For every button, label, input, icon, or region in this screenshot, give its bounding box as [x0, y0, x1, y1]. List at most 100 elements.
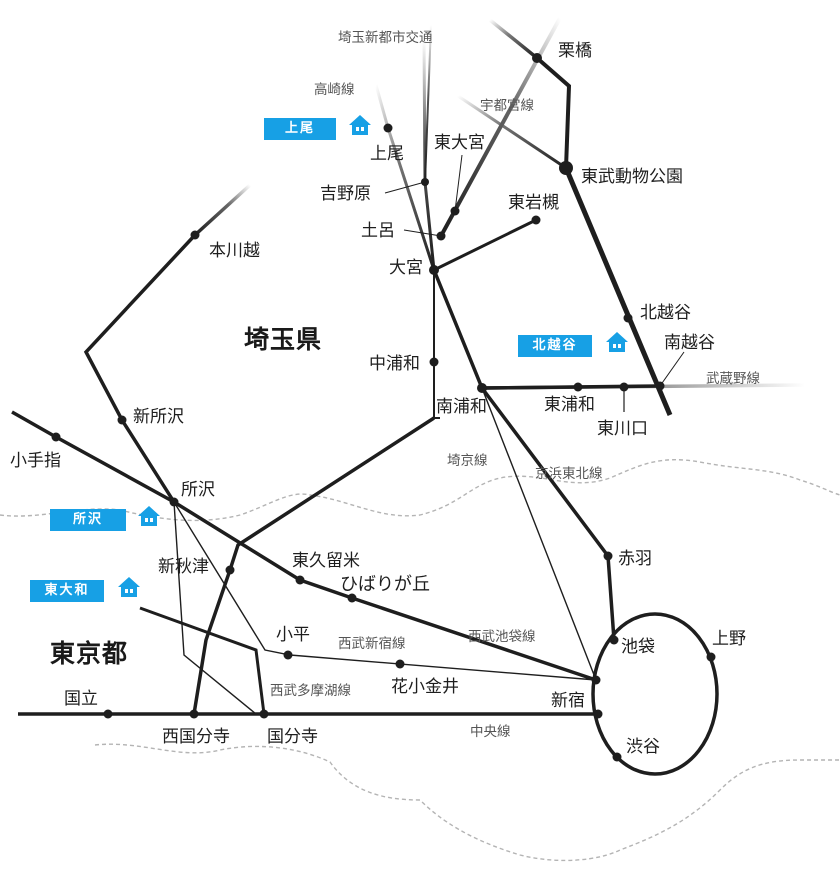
house-icon[interactable]	[136, 503, 162, 529]
station-dot-hana-koganei[interactable]	[395, 659, 405, 669]
station-dots	[51, 53, 716, 762]
station-dot-tobu-dobutsu-koen[interactable]	[559, 161, 573, 175]
yamanote-loop	[591, 612, 719, 776]
line-seibu-tamako: 西武多摩湖線	[270, 682, 351, 699]
station-dot-tokorozawa[interactable]	[169, 497, 179, 507]
station-label-kokubunji[interactable]: 国分寺	[267, 727, 318, 747]
station-dot-omiya[interactable]	[429, 265, 439, 275]
station-label-yoshinohara[interactable]: 吉野原	[320, 184, 371, 204]
seibu-shinjuku-line-north	[83, 233, 197, 503]
station-label-akabane[interactable]: 赤羽	[618, 549, 652, 569]
station-dot-hibarigaoka[interactable]	[347, 593, 357, 603]
musashino-line-solid	[481, 384, 661, 390]
utsunomiya-line-fade	[457, 94, 567, 170]
station-label-ueno[interactable]: 上野	[712, 629, 746, 649]
station-label-ageo[interactable]: 上尾	[370, 144, 404, 164]
station-label-kurihashi[interactable]: 栗橋	[558, 41, 592, 61]
station-dot-shin-tokorozawa[interactable]	[117, 415, 127, 425]
office-badge-kitakoshigaya[interactable]: 北越谷	[518, 335, 592, 357]
higashi-iwatsuki-line	[433, 218, 537, 272]
station-label-hibarigaoka[interactable]: ひばりが丘	[340, 574, 430, 595]
line-seibu-shinjuku: 西武新宿線	[338, 635, 406, 652]
station-dot-akabane[interactable]	[603, 551, 613, 561]
office-badge-ageo[interactable]: 上尾	[264, 118, 336, 140]
prefecture-border	[0, 459, 840, 522]
station-label-higashi-urawa[interactable]: 東浦和	[544, 395, 595, 415]
station-dot-ageo[interactable]	[383, 123, 393, 133]
station-label-shin-akitsu[interactable]: 新秋津	[158, 557, 209, 577]
station-label-ikebukuro[interactable]: 池袋	[621, 637, 655, 657]
prefecture-tokyo: 東京都	[50, 639, 128, 668]
tamako-line	[139, 606, 266, 715]
line-chuo: 中央線	[470, 724, 511, 740]
line-musashino: 武蔵野線	[706, 371, 760, 387]
office-badge-tokorozawa[interactable]: 所沢	[50, 509, 126, 531]
station-dot-higashi-kurume[interactable]	[295, 575, 305, 585]
station-dot-nishi-kokubunji[interactable]	[189, 709, 199, 719]
line-seibu-ikebukuro: 西武池袋線	[468, 629, 536, 645]
station-dot-kita-koshigaya[interactable]	[623, 313, 633, 323]
station-label-tokorozawa[interactable]: 所沢	[181, 480, 215, 500]
station-dot-naka-urawa[interactable]	[429, 357, 439, 367]
station-label-minami-koshigaya[interactable]: 南越谷	[664, 333, 715, 353]
station-label-kunitachi[interactable]: 国立	[64, 689, 98, 709]
station-label-higashi-kawaguchi[interactable]: 東川口	[597, 419, 648, 439]
tobu-north-line	[535, 56, 572, 169]
station-dot-hon-kawagoe[interactable]	[190, 230, 200, 240]
shintoshi-line-b	[424, 24, 432, 183]
line-saikyo: 埼京線	[447, 453, 488, 469]
seibu-ikebukuro-line	[11, 410, 597, 682]
station-dot-kokubunji[interactable]	[259, 709, 269, 719]
tobu-main-line	[563, 167, 673, 416]
station-label-shinjuku[interactable]: 新宿	[551, 691, 585, 711]
prefecture-saitama: 埼玉県	[244, 325, 322, 354]
station-label-tobu-dobutsu-koen[interactable]: 東武動物公園	[581, 167, 683, 187]
keihin-tohoku-line	[432, 269, 616, 641]
station-label-kodaira[interactable]: 小平	[276, 625, 310, 645]
station-label-shin-tokorozawa[interactable]: 新所沢	[133, 407, 184, 427]
station-label-higashi-kurume[interactable]: 東久留米	[292, 551, 360, 571]
station-dot-kodaira[interactable]	[283, 650, 293, 660]
shinjuku-line-branch	[173, 501, 597, 681]
station-label-nishi-kokubunji[interactable]: 西国分寺	[162, 727, 230, 747]
station-dot-ueno[interactable]	[706, 652, 716, 662]
station-dot-minami-urawa[interactable]	[477, 383, 487, 393]
station-label-higashi-omiya[interactable]: 東大宮	[434, 133, 485, 153]
station-label-kita-koshigaya[interactable]: 北越谷	[640, 303, 691, 323]
station-label-kotesashi[interactable]: 小手指	[10, 451, 61, 471]
station-label-naka-urawa[interactable]: 中浦和	[369, 354, 420, 374]
station-dot-ikebukuro[interactable]	[609, 635, 619, 645]
leader-toro	[403, 229, 442, 237]
saikyo-line	[433, 270, 440, 419]
leader-yoshinohara	[384, 181, 426, 194]
station-label-hana-koganei[interactable]: 花小金井	[391, 677, 459, 697]
house-icon[interactable]	[604, 329, 630, 355]
station-dot-shibuya[interactable]	[612, 752, 622, 762]
station-label-omiya[interactable]: 大宮	[389, 258, 423, 278]
station-dot-higashi-iwatsuki[interactable]	[531, 215, 541, 225]
station-dot-shin-akitsu[interactable]	[225, 565, 235, 575]
southern-border	[94, 743, 840, 862]
station-dot-shinjuku[interactable]	[591, 675, 601, 685]
station-label-toro[interactable]: 土呂	[361, 221, 395, 241]
station-label-minami-urawa[interactable]: 南浦和	[436, 397, 487, 417]
office-badge-higashiyamato[interactable]: 東大和	[30, 580, 104, 602]
tokorozawa-south	[173, 501, 257, 715]
station-dot-higashi-urawa[interactable]	[573, 382, 583, 392]
saikyo-line-south	[481, 387, 597, 681]
station-dot-kotesashi[interactable]	[51, 432, 61, 442]
station-label-shibuya[interactable]: 渋谷	[626, 737, 660, 757]
station-dot-kunitachi[interactable]	[103, 709, 113, 719]
station-label-higashi-iwatsuki[interactable]: 東岩槻	[508, 193, 559, 213]
station-dot-yoyogi	[593, 709, 603, 719]
station-dot-higashi-kawaguchi[interactable]	[619, 382, 629, 392]
station-dot-kurihashi[interactable]	[532, 53, 542, 63]
line-utsunomiya: 宇都宮線	[480, 98, 534, 114]
station-label-hon-kawagoe[interactable]: 本川越	[209, 241, 260, 261]
house-icon[interactable]	[116, 574, 142, 600]
house-icon[interactable]	[347, 112, 373, 138]
kurihashi-fade	[488, 18, 539, 60]
leader-minami-koshigaya	[659, 351, 685, 387]
